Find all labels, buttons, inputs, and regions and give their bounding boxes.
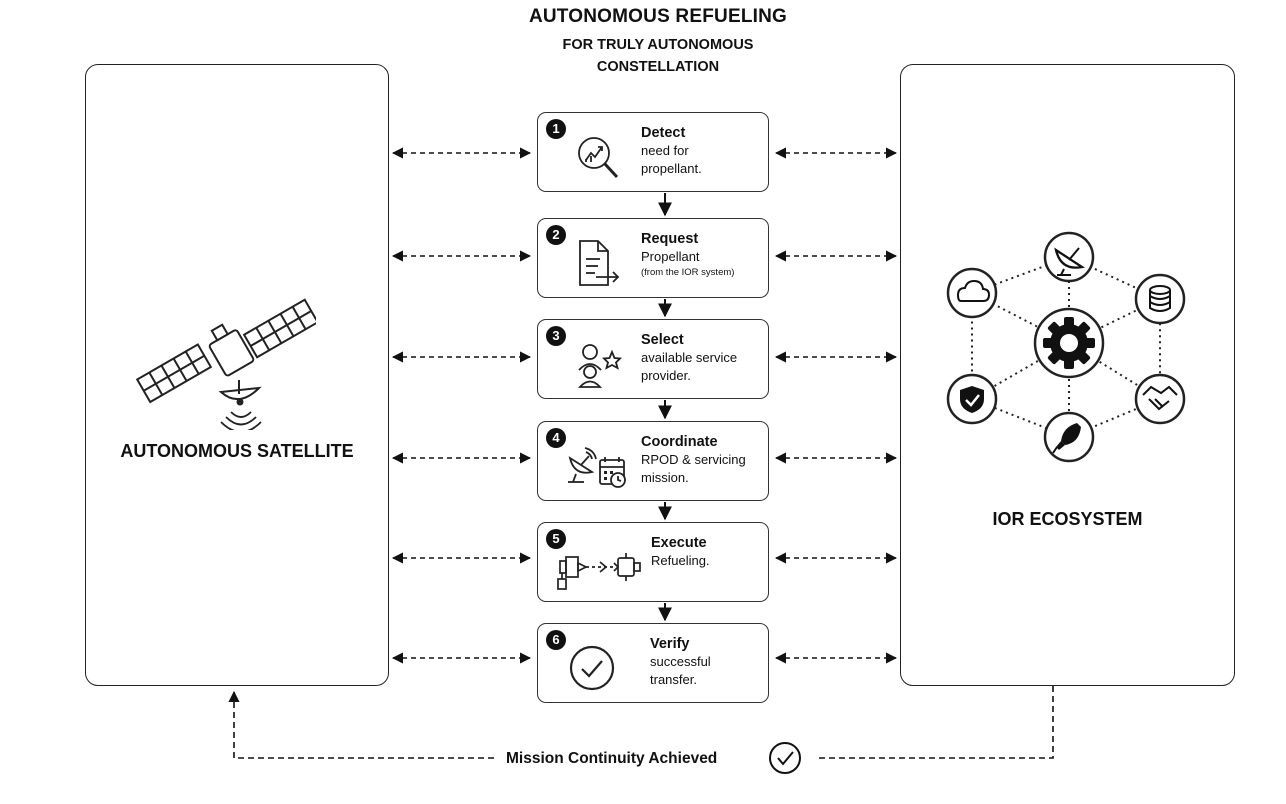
step-number-badge: 1 [546,119,566,139]
step-text: Coordinate RPOD & servicing mission. [641,433,764,487]
step-title: Verify [650,636,690,652]
subtitle-line-1: FOR TRULY AUTONOMOUS [562,37,754,53]
ior-ecosystem-network [946,231,1186,463]
step-description: Propellant [641,249,700,264]
ior-ecosystem-label: IOR ECOSYSTEM [992,509,1143,529]
users-star-icon [577,344,622,388]
gear-icon [1033,307,1105,379]
step-coordinate: 4 Coordinate RPOD & servicing mission. [537,421,769,501]
step-text: Execute Refueling. [651,534,764,570]
step-number-badge: 2 [546,225,566,245]
mission-continuity-label: Mission Continuity Achieved [506,750,718,767]
magnifier-chart-icon [578,137,619,179]
subtitle-line-2: CONSTELLATION [596,59,720,75]
step-title: Request [641,231,699,247]
step-title: Detect [641,125,686,141]
step-subnote: (from the IOR system) [641,267,735,278]
step-title: Coordinate [641,434,718,450]
autonomous-satellite-panel: AUTONOMOUS SATELLITE [85,64,389,686]
step-select: 3 Select available service provider. [537,319,769,399]
step-number-badge: 3 [546,326,566,346]
step-title: Execute [651,535,707,551]
database-icon [1134,273,1186,325]
ior-ecosystem-panel: IOR ECOSYSTEM [900,64,1235,686]
check-circle-icon [569,645,615,691]
step-text: Request Propellant (from the IOR system) [641,230,764,280]
step-title: Select [641,332,684,348]
dish-calendar-icon [568,447,626,488]
step-verify: 6 Verify successful transfer. [537,623,769,703]
step-request: 2 Request Propellant (from the IOR syste… [537,218,769,298]
satellite-icon [135,298,316,430]
step-description: Refueling. [651,553,710,568]
check-circle-icon [769,742,801,774]
cloud-icon [946,267,998,319]
step-description: successful transfer. [650,654,711,687]
step-text: Detect need for propellant. [641,124,764,178]
satellite-dish-icon [1043,231,1095,283]
step-text: Select available service provider. [641,331,764,385]
autonomous-satellite-label: AUTONOMOUS SATELLITE [120,441,354,461]
document-arrow-icon [579,240,620,286]
step-description: need for propellant. [641,143,702,176]
step-detect: 1 Detect need for propellant. [537,112,769,192]
step-number-badge: 5 [546,529,566,549]
feedback-loop-right [818,686,1054,759]
diagram-title: AUTONOMOUS REFUELING [528,6,788,27]
step-description: available service provider. [641,350,738,383]
step-text: Verify successful transfer. [650,635,764,689]
step-description: RPOD & servicing mission. [641,452,746,485]
step-number-badge: 4 [546,428,566,448]
diagram-subtitle: FOR TRULY AUTONOMOUS CONSTELLATION [0,34,1286,78]
feedback-loop-left [228,690,494,759]
shield-check-icon [946,373,998,425]
satellite-docking-icon [557,553,641,590]
step-execute: 5 Execute Refueling. [537,522,769,602]
handshake-icon [1134,373,1186,425]
step-number-badge: 6 [546,630,566,650]
rocket-icon [1043,411,1095,463]
